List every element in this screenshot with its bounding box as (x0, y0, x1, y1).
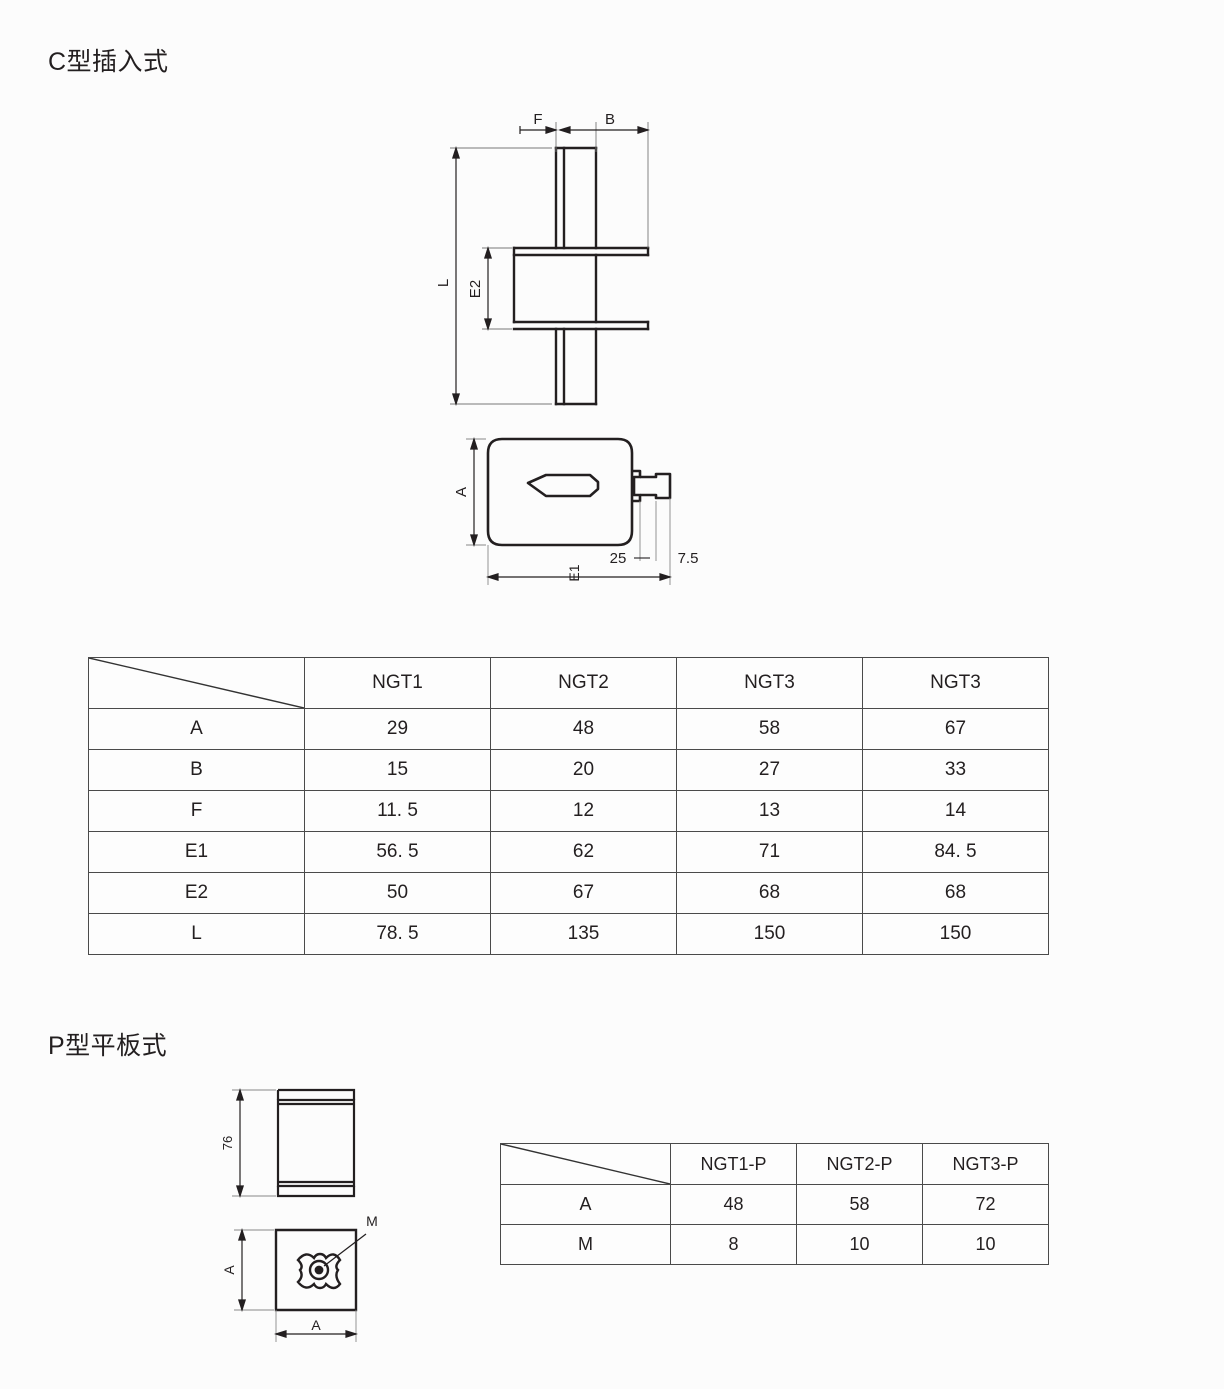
callout-25: 25 (610, 550, 627, 567)
cell-B-ngt3b: 33 (862, 749, 1049, 791)
column-header-ngt1: NGT1 (304, 657, 491, 709)
cell-L-ngt3b: 150 (862, 913, 1049, 955)
row-label-A: A (500, 1184, 671, 1225)
cell-E2-ngt1: 50 (304, 872, 491, 914)
dimension-label-L: L (435, 279, 452, 287)
cell-A-ngt3a: 58 (676, 708, 863, 750)
cell-M-ngt1p: 8 (670, 1224, 797, 1265)
cell-E1-ngt2: 62 (490, 831, 677, 873)
cell-F-ngt3b: 14 (862, 790, 1049, 832)
cell-A-ngt1: 29 (304, 708, 491, 750)
row-label-F: F (88, 790, 305, 832)
cell-L-ngt3a: 150 (676, 913, 863, 955)
p-type-front-view-drawing: M A A (220, 1200, 420, 1350)
table-row: E2 50 67 68 68 (88, 872, 1049, 914)
column-header-ngt3a: NGT3 (676, 657, 863, 709)
cell-A-ngt3p: 72 (922, 1184, 1049, 1225)
table-corner-cell (88, 657, 305, 709)
dimension-label-A-vertical: A (221, 1265, 237, 1275)
dimension-label-E2: E2 (467, 280, 484, 298)
table-row: A 48 58 72 (500, 1184, 1049, 1225)
corner-diagonal-line (89, 658, 304, 708)
cell-M-ngt3p: 10 (922, 1224, 1049, 1265)
cell-B-ngt3a: 27 (676, 749, 863, 791)
cell-E1-ngt1: 56. 5 (304, 831, 491, 873)
column-header-ngt2: NGT2 (490, 657, 677, 709)
table-row: M 8 10 10 (500, 1224, 1049, 1265)
row-label-L: L (88, 913, 305, 955)
table-row: B 15 20 27 33 (88, 749, 1049, 791)
cell-E2-ngt3b: 68 (862, 872, 1049, 914)
cell-F-ngt2: 12 (490, 790, 677, 832)
thread-callout-M: M (366, 1213, 378, 1229)
column-header-ngt3p: NGT3-P (922, 1143, 1049, 1185)
column-header-ngt2p: NGT2-P (796, 1143, 923, 1185)
cell-E1-ngt3a: 71 (676, 831, 863, 873)
section-title-c-type: C型插入式 (48, 48, 169, 76)
c-type-spec-table: NGT1 NGT2 NGT3 NGT3 A 29 48 58 67 B 15 2… (88, 657, 1049, 955)
row-label-A: A (88, 708, 305, 750)
column-header-ngt3b: NGT3 (862, 657, 1049, 709)
section-title-p-type: P型平板式 (48, 1032, 168, 1060)
p-type-side-view-svg: 76 (220, 1088, 356, 1198)
cell-L-ngt2: 135 (490, 913, 677, 955)
table-corner-cell (500, 1143, 671, 1185)
row-label-B: B (88, 749, 305, 791)
p-type-spec-table: NGT1-P NGT2-P NGT3-P A 48 58 72 M 8 10 1… (500, 1143, 1049, 1265)
cell-E2-ngt2: 67 (490, 872, 677, 914)
p-type-side-view-drawing: 76 (220, 1078, 420, 1208)
dimension-label-76: 76 (220, 1136, 235, 1150)
cell-A-ngt2: 48 (490, 708, 677, 750)
cell-M-ngt2p: 10 (796, 1224, 923, 1265)
table-header-row: NGT1 NGT2 NGT3 NGT3 (88, 657, 1049, 709)
dimension-label-A-front: A (453, 487, 470, 497)
cell-A-ngt2p: 58 (796, 1184, 923, 1225)
callout-75: 7.5 (678, 550, 699, 567)
cell-F-ngt1: 11. 5 (304, 790, 491, 832)
c-type-front-view-drawing: A E1 25 7.5 (450, 425, 760, 605)
table-row: A 29 48 58 67 (88, 708, 1049, 750)
cell-F-ngt3a: 13 (676, 790, 863, 832)
table-row: E1 56. 5 62 71 84. 5 (88, 831, 1049, 873)
dimension-label-F: F (533, 111, 542, 128)
dimension-label-E1: E1 (566, 564, 582, 581)
table-row: L 78. 5 135 150 150 (88, 913, 1049, 955)
cell-A-ngt3b: 67 (862, 708, 1049, 750)
cell-E2-ngt3a: 68 (676, 872, 863, 914)
column-header-ngt1p: NGT1-P (670, 1143, 797, 1185)
p-type-front-view-svg: M A A (221, 1213, 378, 1342)
table-row: F 11. 5 12 13 14 (88, 790, 1049, 832)
row-label-E2: E2 (88, 872, 305, 914)
c-type-side-view-drawing: L E2 F B (430, 108, 760, 418)
row-label-E1: E1 (88, 831, 305, 873)
table-header-row: NGT1-P NGT2-P NGT3-P (500, 1143, 1049, 1185)
cell-E1-ngt3b: 84. 5 (862, 831, 1049, 873)
c-type-front-view-svg: A E1 25 7.5 (453, 437, 699, 585)
dimension-label-B: B (605, 111, 615, 128)
cell-B-ngt2: 20 (490, 749, 677, 791)
cell-B-ngt1: 15 (304, 749, 491, 791)
dimension-label-A-horizontal: A (311, 1317, 321, 1333)
c-type-side-view-svg: L E2 F B (435, 111, 650, 406)
row-label-M: M (500, 1224, 671, 1265)
cell-L-ngt1: 78. 5 (304, 913, 491, 955)
cell-A-ngt1p: 48 (670, 1184, 797, 1225)
corner-diagonal-line (501, 1144, 670, 1184)
